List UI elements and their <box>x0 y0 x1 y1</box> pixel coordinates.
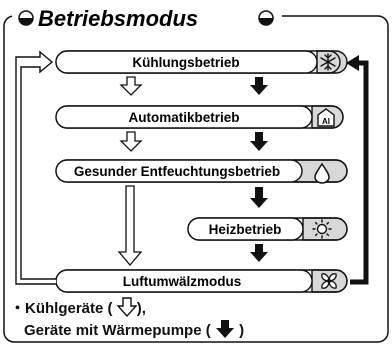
svg-text:AI: AI <box>322 117 330 126</box>
ai-auto-icon: AI <box>317 108 335 127</box>
left-return-loop-arrow <box>15 50 56 285</box>
mode-auto: Automatikbetrieb AI <box>55 105 344 129</box>
title-right-bullet-icon <box>258 10 274 26</box>
mode-label: Heizbetrieb <box>209 222 282 237</box>
solid-down-arrow-icon <box>250 77 268 95</box>
mode-label: Automatikbetrieb <box>128 110 239 125</box>
legend-heatpump-suffix: ) <box>239 322 245 339</box>
title-left-bullet-icon <box>18 10 34 26</box>
mode-air-circulation: Luftumwälzmodus <box>55 269 348 293</box>
title-mask <box>12 6 282 30</box>
solid-down-arrow-icon <box>250 187 268 208</box>
open-down-arrow-icon <box>119 131 143 152</box>
legend-cooling-prefix: Kühlgeräte ( <box>25 300 113 317</box>
diagram-title: Betriebsmodus <box>38 6 198 31</box>
open-long-down-arrow-icon <box>117 185 143 267</box>
legend-line-heatpump: Geräte mit Wärmepumpe ( ) <box>24 319 244 341</box>
solid-down-arrow-icon <box>250 244 268 262</box>
snowflake-icon <box>320 53 336 71</box>
legend-cooling-suffix: ), <box>136 300 146 317</box>
solid-down-arrow-icon <box>250 132 268 151</box>
open-down-arrow-icon <box>116 297 137 317</box>
fan-icon <box>321 273 337 289</box>
solid-down-arrow-icon <box>215 320 234 338</box>
mode-label: Kühlungsbetrieb <box>132 55 239 70</box>
mode-dehumidify: Gesunder Entfeuchtungsbetrieb <box>55 159 348 184</box>
legend-heatpump-prefix: Geräte mit Wärmepumpe ( <box>24 322 211 339</box>
legend-line-cooling: ・Kühlgeräte ( ), <box>10 297 146 319</box>
mode-label: Luftumwälzmodus <box>123 274 242 289</box>
mode-label: Gesunder Entfeuchtungsbetrieb <box>74 164 280 179</box>
sun-icon <box>312 219 332 239</box>
legend-bullet: ・ <box>10 300 26 317</box>
mode-heating: Heizbetrieb <box>187 217 348 241</box>
mode-cooling: Kühlungsbetrieb <box>55 50 348 74</box>
water-drop-icon <box>314 162 330 184</box>
right-return-loop-arrow <box>346 55 369 285</box>
open-down-arrow-icon <box>119 76 143 96</box>
